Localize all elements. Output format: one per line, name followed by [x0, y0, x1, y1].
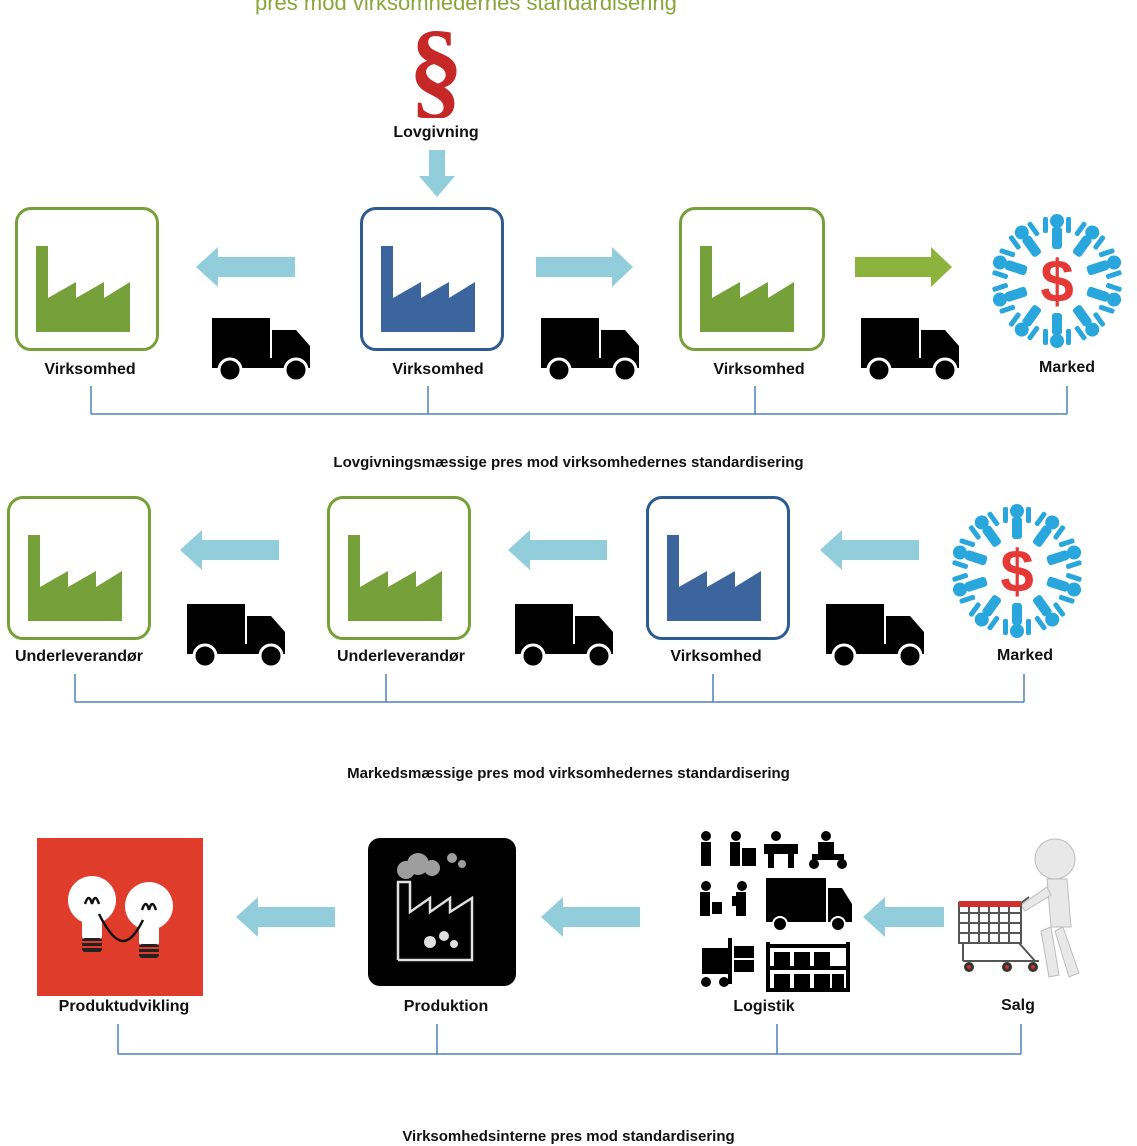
- row2-caption: Markedsmæssige pres mod virksomhedernes …: [347, 765, 790, 782]
- factory-icon: [381, 246, 475, 332]
- arrow-right-green-icon: [855, 247, 953, 287]
- svg-text:§: §: [409, 14, 464, 118]
- row3-label-2: Produktion: [403, 998, 489, 1015]
- arrow-left-icon: [863, 897, 945, 937]
- row3-label-4: Salg: [1001, 997, 1035, 1014]
- company-box-row2: [646, 496, 790, 640]
- row1-label-1: Virksomhed: [44, 361, 136, 378]
- market-people-dollar-icon: $: [937, 496, 1097, 646]
- truck-icon: [515, 602, 615, 668]
- arrow-left-icon: [236, 897, 336, 937]
- truck-icon: [212, 316, 312, 382]
- row3-label-1: Produktudvikling: [58, 998, 190, 1015]
- factory-icon: [28, 535, 122, 621]
- arrow-left-icon: [180, 530, 280, 570]
- arrow-left-icon: [541, 897, 641, 937]
- row3-caption: Virksomhedsinterne pres mod standardiser…: [402, 1128, 735, 1145]
- company-box-3: [679, 207, 825, 351]
- arrow-down-icon: [418, 150, 456, 198]
- supplier-box-2: [327, 496, 471, 640]
- factory-icon: [348, 535, 442, 621]
- svg-text:$: $: [1000, 538, 1033, 605]
- row1-label-4: Marked: [1038, 359, 1096, 376]
- factory-icon: [36, 246, 130, 332]
- row2-label-1: Underleverandør: [14, 648, 144, 665]
- svg-text:$: $: [1040, 248, 1073, 315]
- row1-label-3: Virksomhed: [713, 361, 805, 378]
- row2-bracket: [74, 674, 1025, 703]
- legislation-label: Lovgivning: [393, 124, 479, 141]
- row1-label-2: Virksomhed: [392, 361, 484, 378]
- paragraph-icon: §: [404, 14, 468, 118]
- arrow-left-icon: [820, 530, 920, 570]
- row2-label-2: Underleverandør: [336, 648, 466, 665]
- truck-icon: [861, 316, 961, 382]
- company-box-1: [15, 207, 159, 351]
- arrow-right-icon: [536, 247, 634, 287]
- truck-icon: [187, 602, 287, 668]
- row1-caption: Lovgivningsmæssige pres mod virksomheder…: [333, 454, 804, 471]
- arrow-left-icon: [196, 247, 296, 287]
- company-box-2: [360, 207, 504, 351]
- truck-icon: [826, 602, 926, 668]
- row2-label-4: Marked: [996, 647, 1054, 664]
- market-people-dollar-icon: $: [977, 206, 1137, 356]
- arrow-left-icon: [508, 530, 608, 570]
- row1-bracket: [90, 386, 1068, 415]
- row2-label-3: Virksomhed: [670, 648, 762, 665]
- top-title-fragment: pres mod virksomhedernes standardisering: [255, 0, 677, 15]
- logistics-icon: [694, 826, 854, 996]
- row3-bracket: [117, 1024, 1022, 1055]
- factory-icon: [700, 246, 794, 332]
- lightbulbs-icon: [37, 838, 203, 996]
- truck-icon: [541, 316, 641, 382]
- production-factory-icon: [368, 838, 516, 986]
- supplier-box-1: [7, 496, 151, 640]
- factory-icon: [667, 535, 761, 621]
- shopping-cart-person-icon: [955, 835, 1085, 985]
- row3-label-3: Logistik: [733, 998, 795, 1015]
